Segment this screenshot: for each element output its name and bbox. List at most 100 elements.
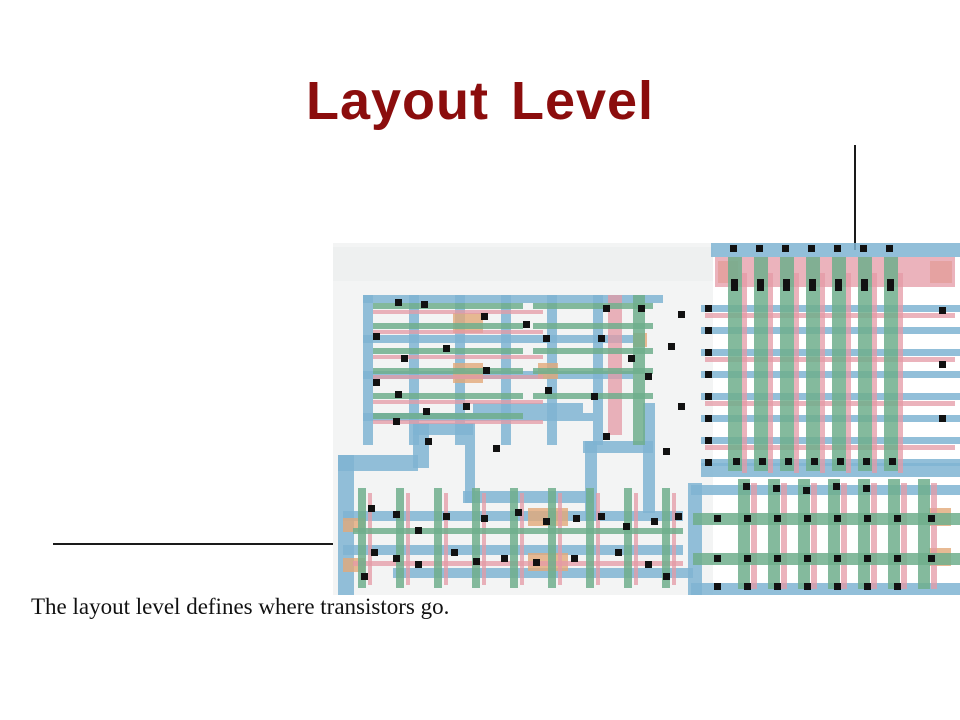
diffusion-strip	[624, 488, 632, 588]
contact-via	[744, 583, 751, 590]
poly-wire	[520, 493, 524, 585]
metal-wire	[393, 568, 693, 578]
contact-via	[598, 335, 605, 342]
contact-via	[894, 515, 901, 522]
contact-via	[759, 458, 766, 465]
poly-wire	[751, 483, 757, 589]
contact-via	[645, 373, 652, 380]
contact-via	[371, 549, 378, 556]
contact-via	[785, 458, 792, 465]
diffusion-strip	[510, 488, 518, 588]
metal-wire	[701, 393, 960, 400]
contact-via	[705, 415, 712, 422]
contact-via	[395, 391, 402, 398]
contact-via	[705, 349, 712, 356]
diffusion-strip	[633, 295, 645, 445]
contact-via	[928, 515, 935, 522]
contact-via	[421, 301, 428, 308]
contact-via	[705, 327, 712, 334]
contact-via	[678, 311, 685, 318]
poly-wire	[368, 493, 372, 585]
contact-via	[361, 573, 368, 580]
contact-via	[623, 523, 630, 530]
diffusion-strip	[373, 368, 523, 374]
contact-via	[782, 245, 789, 252]
diffusion-strip	[533, 368, 653, 374]
metal-wire	[643, 403, 655, 513]
contact-via	[663, 573, 670, 580]
diffusion-strip	[472, 488, 480, 588]
poly-wire	[846, 273, 851, 473]
diffusion-strip	[768, 479, 780, 589]
diffusion-strip	[918, 479, 930, 589]
contact-via	[501, 555, 508, 562]
diffusion-strip	[373, 323, 523, 329]
contact-via	[615, 549, 622, 556]
contact-via	[373, 333, 380, 340]
contact-via	[533, 559, 540, 566]
poly-wire	[898, 273, 903, 473]
poly-wire	[794, 273, 799, 473]
contact-via	[773, 485, 780, 492]
poly-wire	[373, 310, 543, 314]
diffusion-strip	[353, 528, 683, 534]
contact-via	[811, 458, 818, 465]
diffusion-strip	[548, 488, 556, 588]
poly-wire	[444, 493, 448, 585]
contact-via	[591, 393, 598, 400]
poly-wire	[768, 273, 773, 473]
contact-via	[423, 408, 430, 415]
diffusion-strip	[728, 257, 742, 471]
contact-via	[393, 418, 400, 425]
contact-via	[774, 555, 781, 562]
contact-via	[894, 583, 901, 590]
contact-via	[543, 518, 550, 525]
contact-via	[864, 515, 871, 522]
metal-wire	[701, 415, 960, 422]
diffusion-strip	[358, 488, 366, 588]
contact-via	[651, 518, 658, 525]
contact-via	[415, 527, 422, 534]
contact-via	[523, 321, 530, 328]
diffusion-strip	[884, 257, 898, 471]
contact-via	[939, 415, 946, 422]
slide-caption: The layout level defines where transisto…	[31, 594, 450, 619]
contact-via	[833, 483, 840, 490]
contact-via	[783, 279, 790, 291]
contact-via	[393, 555, 400, 562]
contact-via	[928, 555, 935, 562]
contact-via	[395, 299, 402, 306]
diffusion-strip	[806, 257, 820, 471]
contact-via	[864, 555, 871, 562]
poly-wire	[705, 357, 955, 362]
contact-via	[598, 513, 605, 520]
metal-wire	[701, 327, 960, 334]
contact-via	[714, 583, 721, 590]
contact-via	[443, 513, 450, 520]
slide-title: Layout Level	[305, 71, 655, 131]
contact-via	[415, 561, 422, 568]
metal-wire	[701, 459, 960, 466]
diffusion-strip	[586, 488, 594, 588]
metal-wire	[363, 295, 373, 445]
contact-via	[675, 513, 682, 520]
poly-wire	[820, 273, 825, 473]
contact-via	[886, 245, 893, 252]
contact-via	[837, 458, 844, 465]
contact-via	[864, 583, 871, 590]
contact-via	[463, 403, 470, 410]
contact-via	[939, 307, 946, 314]
diffusion-strip	[373, 303, 523, 309]
diffusion-strip	[780, 257, 794, 471]
metal-wire	[465, 423, 475, 503]
contact-via	[515, 509, 522, 516]
contact-via	[481, 515, 488, 522]
contact-via	[804, 555, 811, 562]
poly-wire	[373, 375, 543, 379]
metal-wire	[701, 437, 960, 444]
contact-via	[663, 448, 670, 455]
poly-wire	[705, 313, 955, 318]
poly-wire	[373, 330, 543, 334]
contact-via	[804, 583, 811, 590]
diffusion-strip	[693, 513, 960, 525]
